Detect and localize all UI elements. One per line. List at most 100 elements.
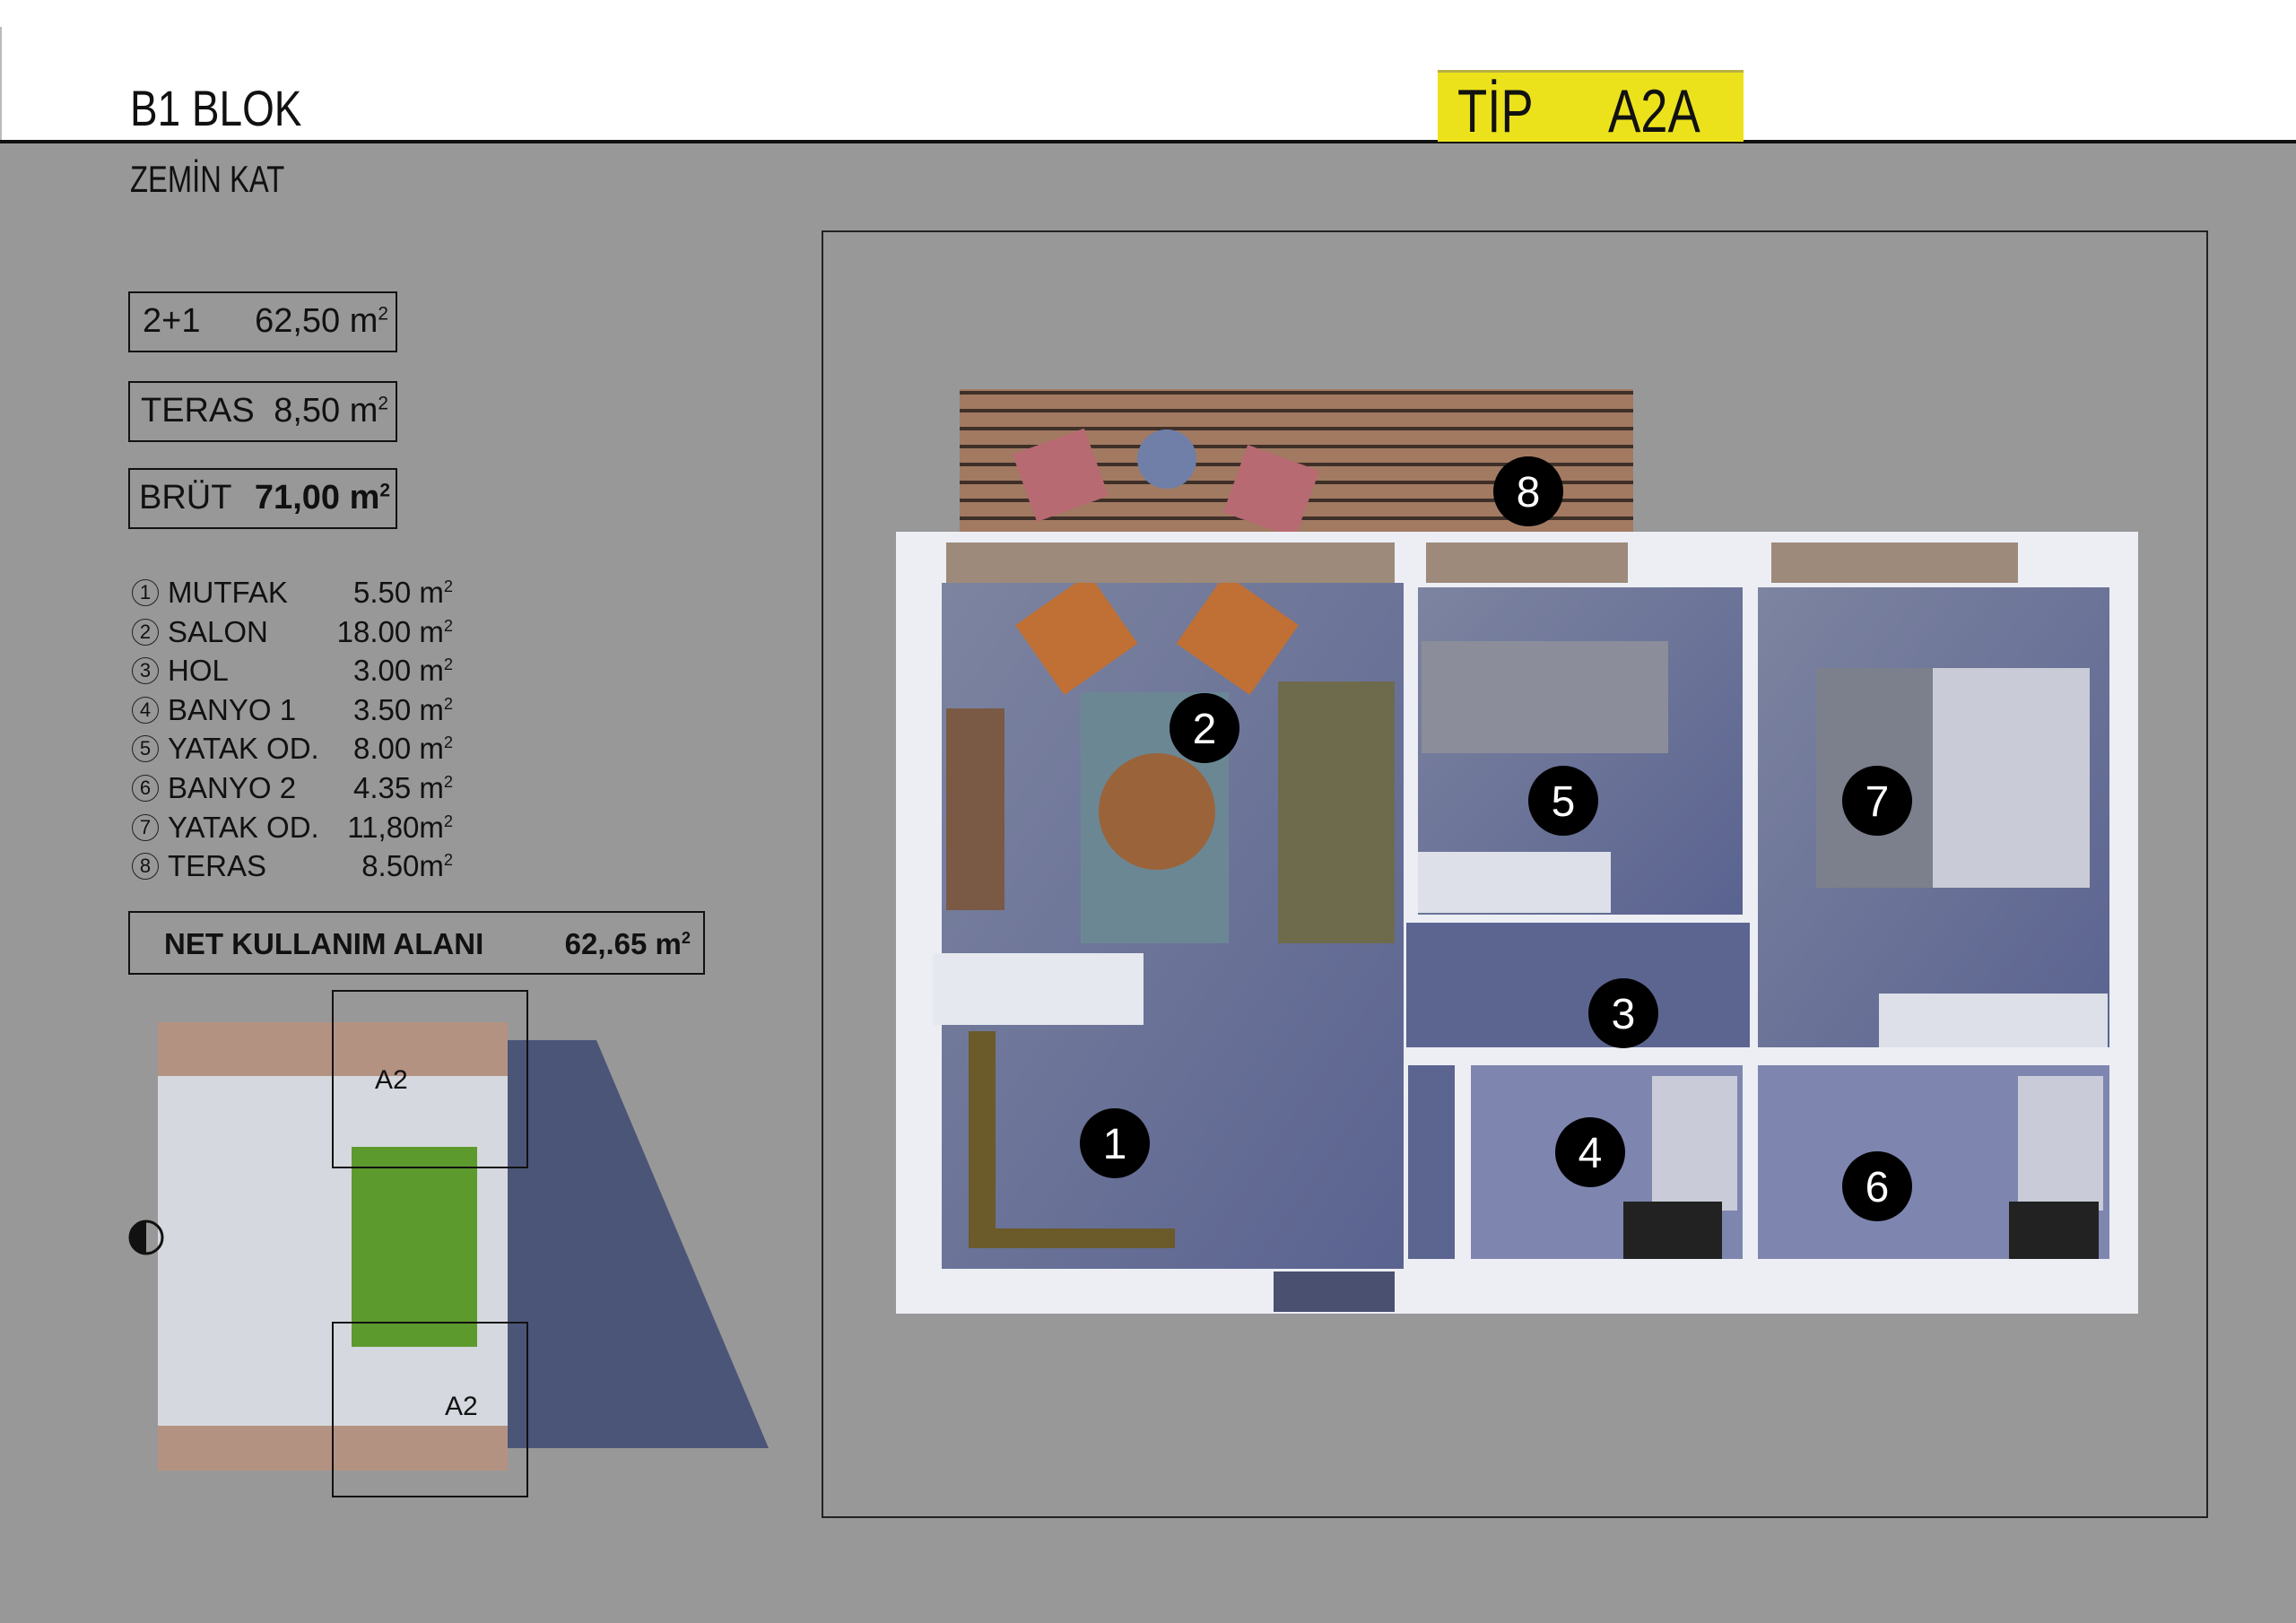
sup: 2 [443,577,453,595]
sofa [1278,681,1395,943]
room-area: 8.50m [361,849,444,883]
marker-circle [1528,766,1598,836]
sup: 2 [378,303,388,325]
marker-number: 1 [1103,1121,1127,1168]
sup: 2 [379,480,390,501]
room-list-item: 6 BANYO 2 4.35 m2 [130,769,453,809]
marker-circle [1588,978,1658,1048]
room-number: 7 [132,813,159,841]
parking-area [498,1040,769,1448]
terrace-area-box: TERAS 8,50 m2 [128,381,397,442]
room-number: 2 [132,618,159,646]
window [1426,542,1628,583]
room-name: BANYO 2 [168,770,297,804]
room-area: 8.00 m [353,732,444,766]
room-number: 8 [132,853,159,881]
single-bed [1422,641,1668,753]
marker-number: 2 [1193,706,1217,753]
window [1771,542,2018,583]
terrace-label: TERAS [141,392,255,430]
unit-label: 2+1 [143,302,201,340]
room-name: MUTFAK [168,576,288,609]
highlight-box [332,1322,528,1497]
courtyard [352,1147,477,1347]
room-name: BANYO 1 [168,692,297,726]
closet [1408,1065,1455,1259]
sup: 2 [443,694,453,713]
marker-circle [1842,766,1912,836]
sup: 2 [443,812,453,830]
room-marker: 1 [1080,1108,1150,1178]
room-marker: 5 [1528,766,1598,836]
plan-frame [822,230,2208,1518]
room-area: 18.00 m [336,614,444,648]
kitchen-counter [969,1228,1175,1248]
room-area: 5.50 m [353,576,444,609]
room-name: SALON [168,614,268,648]
shower [2018,1076,2103,1211]
compass-icon [128,1219,164,1255]
tv-unit [946,708,1004,910]
gross-label: BRÜT [139,479,232,516]
header: B1 BLOK TİP A2A [0,0,2296,145]
wardrobe [1879,994,2108,1047]
marker-number: 8 [1517,469,1541,516]
window [946,542,1395,583]
marker-circle [1080,1108,1150,1178]
sup: 2 [378,393,388,414]
room-name: YATAK OD. [168,732,319,766]
room-list-item: 5 YATAK OD. 8.00 m2 [130,730,453,769]
room-number: 5 [132,735,159,763]
kitchen-counter [969,1031,996,1237]
marker-circle [1555,1117,1625,1187]
type-prefix: TİP [1457,77,1534,145]
unit-value: 62,50 m [255,302,378,340]
room-name: YATAK OD. [168,810,319,844]
shower [1652,1076,1737,1211]
room-marker: 4 [1555,1117,1625,1187]
armchair [1176,573,1299,695]
sup: 2 [443,772,453,791]
washing-machine [2009,1202,2099,1259]
floor-label: ZEMİN KAT [130,158,285,200]
terrace-value: 8,50 m [274,392,378,430]
room-marker: 7 [1842,766,1912,836]
highlight-box [332,990,528,1168]
room-name: TERAS [168,849,267,883]
marker-number: 5 [1552,778,1576,826]
keyplan-label: A2 [375,1065,408,1095]
washing-machine [1623,1202,1722,1259]
marker-circle [1842,1151,1912,1221]
room-marker: 8 [1493,456,1563,526]
room-number: 1 [132,579,159,606]
net-area-box: NET KULLANIM ALANI 62,.65 m2 [128,911,705,975]
sup: 2 [443,733,453,752]
marker-number: 4 [1578,1130,1603,1177]
marker-number: 6 [1866,1164,1890,1211]
block-title: B1 BLOK [130,80,302,136]
room-area: 11,80m [347,810,444,844]
gross-area-box: BRÜT 71,00 m2 [128,468,397,529]
terrace-furniture [1012,428,1320,539]
room-marker: 6 [1842,1151,1912,1221]
hall-floor [1406,923,1750,1047]
marker-circle [1493,456,1563,526]
gross-value: 71,00 m [254,479,380,516]
dining-table [933,953,1144,1025]
keyplan-label: A2 [445,1392,478,1421]
wardrobe [1418,852,1611,913]
room-name: HOL [168,654,229,688]
room-area: 4.35 m [353,770,444,804]
room-number: 6 [132,774,159,802]
room-list-item: 1 MUTFAK 5.50 m2 [130,574,453,613]
room-marker: 3 [1588,978,1658,1048]
unit-area-box: 2+1 62,50 m2 [128,291,397,352]
marker-circle [1170,693,1239,763]
room-area: 3.00 m [353,654,444,688]
